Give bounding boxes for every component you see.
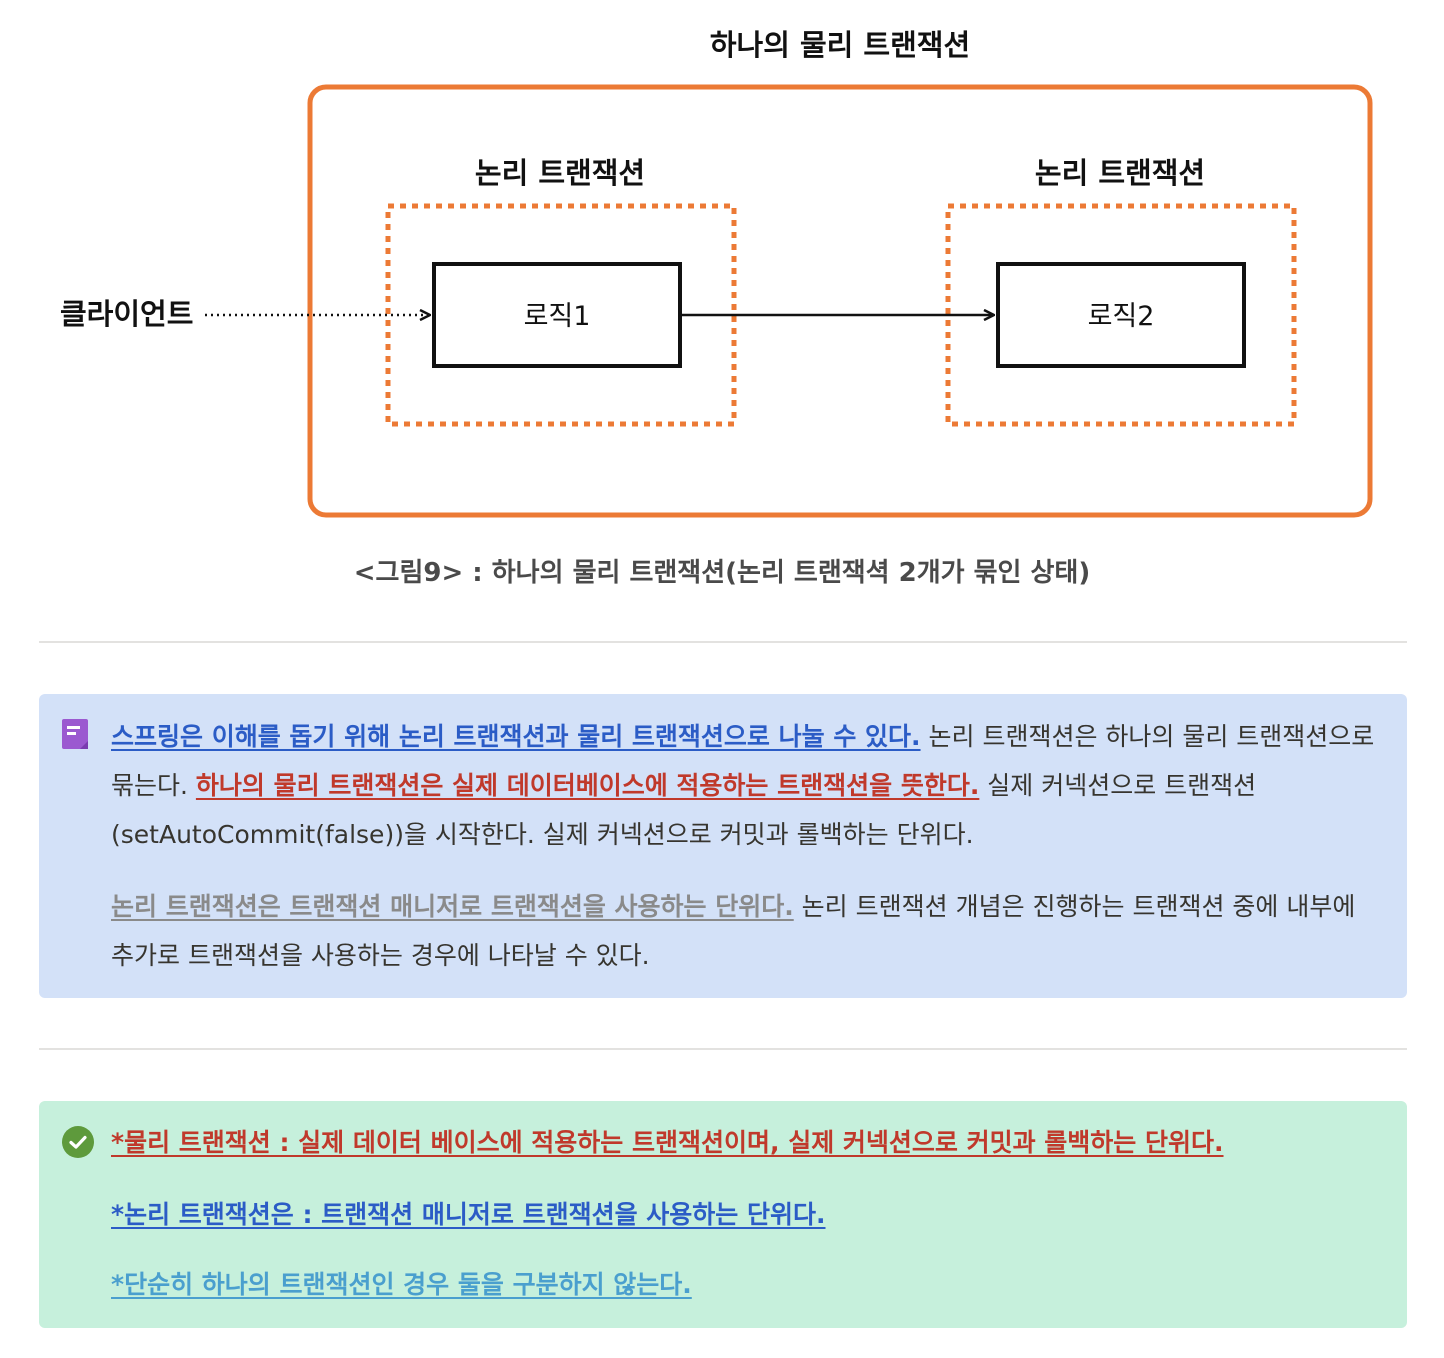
logic1-label: 로직1 — [524, 301, 591, 332]
logical-transaction-right-title: 논리 트랜잭션 — [1035, 156, 1205, 190]
physical-transaction-title: 하나의 물리 트랜잭션 — [710, 28, 970, 62]
callout-blue: 스프링은 이해를 돕기 위해 논리 트랜잭션과 물리 트랜잭션으로 나눌 수 있… — [39, 694, 1407, 998]
check-circle-icon — [62, 1126, 94, 1158]
figure-caption: <그림9> : 하나의 물리 트랜잭션(논리 트랜잭셕 2개가 묶인 상태) — [353, 558, 1091, 588]
link-simple-summary[interactable]: *단순히 하나의 트랜잭션인 경우 둘을 구분하지 않는다. — [111, 1270, 692, 1299]
logical-transaction-left-title: 논리 트랜잭션 — [475, 156, 645, 190]
link-logical-transaction[interactable]: 논리 트랜잭션은 트랜잭션 매니저로 트랜잭션을 사용하는 단위다. — [111, 892, 794, 921]
divider-top — [39, 641, 1407, 643]
client-label: 클라이언트 — [60, 297, 193, 331]
logic2-label: 로직2 — [1088, 301, 1155, 332]
text-segment: 논리 트랜잭션 개념은 진행하는 트랜잭션 중에 내부에 추가로 트랜잭션을 사… — [111, 892, 1356, 970]
callout-paragraph-2: 논리 트랜잭션은 트랜잭션 매니저로 트랜잭션을 사용하는 단위다. 논리 트랜… — [111, 882, 1379, 980]
summary-line-physical: *물리 트랜잭션 : 실제 데이터 베이스에 적용하는 트랜잭션이며, 실제 커… — [111, 1125, 1379, 1161]
transaction-diagram: 하나의 물리 트랜잭션 논리 트랜잭션 논리 트랜잭션 클라이언트 로직1 로직… — [60, 28, 1373, 518]
logic1-box — [432, 262, 682, 368]
logical-transaction-left-box — [385, 203, 737, 427]
callout-paragraph-1: 스프링은 이해를 돕기 위해 논리 트랜잭션과 물리 트랜잭션으로 나눌 수 있… — [111, 712, 1379, 859]
text-segment: 논리 트랜잭션은 하나의 물리 트랜잭션으로 묶는다. — [111, 722, 1375, 800]
page-icon — [62, 719, 88, 749]
link-physical-transaction[interactable]: 하나의 물리 트랜잭션은 실제 데이터베이스에 적용하는 트랜잭션을 뜻한다. — [195, 771, 980, 800]
link-spring-transaction[interactable]: 스프링은 이해를 돕기 위해 논리 트랜잭션과 물리 트랜잭션으로 나눌 수 있… — [111, 722, 921, 751]
summary-line-simple: *단순히 하나의 트랜잭션인 경우 둘을 구분하지 않는다. — [111, 1267, 1379, 1303]
divider-bottom — [39, 1048, 1407, 1050]
physical-transaction-box — [307, 84, 1373, 518]
link-logical-summary[interactable]: *논리 트랜잭션은 : 트랜잭션 매니저로 트랜잭션을 사용하는 단위다. — [111, 1200, 826, 1229]
callout-green: *물리 트랜잭션 : 실제 데이터 베이스에 적용하는 트랜잭션이며, 실제 커… — [39, 1101, 1407, 1328]
summary-line-logical: *논리 트랜잭션은 : 트랜잭션 매니저로 트랜잭션을 사용하는 단위다. — [111, 1197, 1379, 1233]
text-segment: 실제 커넥션으로 트랜잭션(setAutoCommit(false))을 시작한… — [111, 771, 1257, 849]
logical-transaction-right-box — [945, 203, 1297, 427]
logic2-box — [996, 262, 1246, 368]
link-physical-summary[interactable]: *물리 트랜잭션 : 실제 데이터 베이스에 적용하는 트랜잭션이며, 실제 커… — [111, 1128, 1224, 1157]
